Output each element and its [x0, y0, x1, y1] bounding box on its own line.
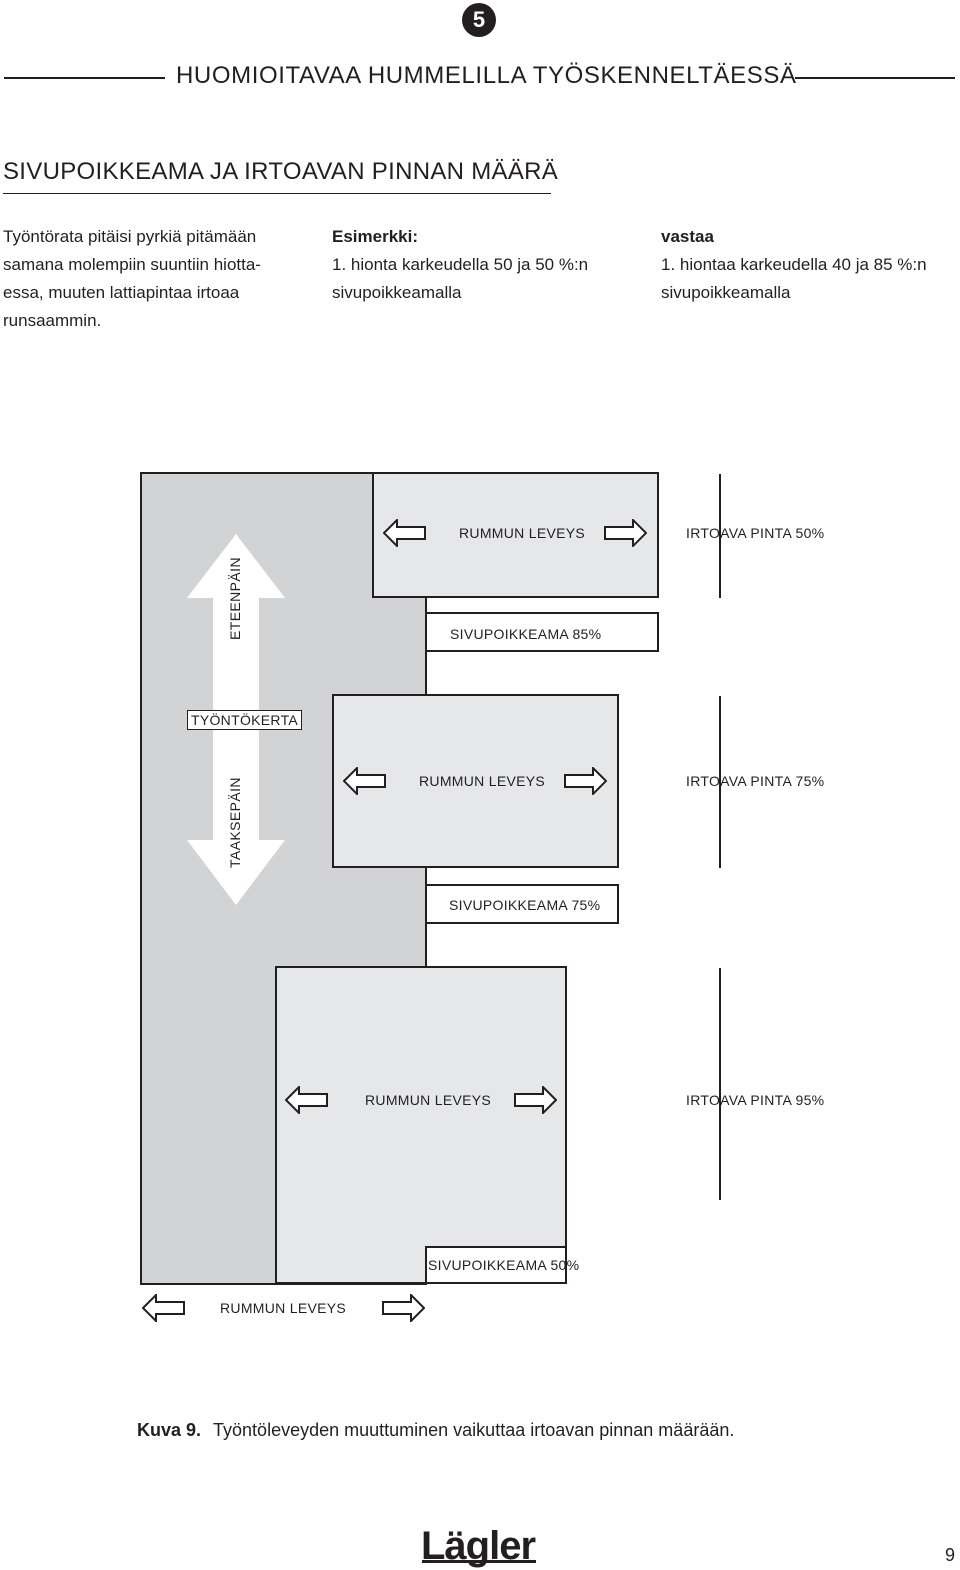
arrow-right-icon — [382, 1294, 425, 1322]
total-width-label: RUMMUN LEVEYS — [220, 1300, 347, 1316]
sidestep-label: SIVUPOIKKEAMA 85% — [450, 626, 602, 642]
arrow-left-icon — [343, 767, 386, 795]
intro-paragraph: Työntörata pitäisi pyrkiä pitämään saman… — [3, 223, 298, 335]
section-title-underline — [3, 193, 551, 194]
intro-line: runsaammin. — [3, 311, 102, 330]
compare-line: sivupoikkeamalla — [661, 283, 791, 302]
drum-width-label: RUMMUN LEVEYS — [365, 1092, 492, 1108]
sidestep-diagram: ETEENPÄIN TAAKSEPÄIN TYÖNTÖKERTA RUMMUN … — [0, 470, 960, 1340]
loose-surface-label: IRTOAVA PINTA 50% — [686, 525, 825, 541]
sidestep-box — [425, 884, 619, 924]
arrow-right-icon — [564, 767, 607, 795]
intro-line: essa, muuten lattiapintaa irtoaa — [3, 283, 240, 302]
header-rule-left — [4, 77, 165, 79]
example-line: 1. hionta karkeudella 50 ja 50 %:n — [332, 255, 589, 274]
backward-label: TAAKSEPÄIN — [227, 777, 243, 868]
figure-number: Kuva 9. — [137, 1420, 202, 1440]
arrow-left-icon — [285, 1086, 328, 1114]
arrow-right-icon — [514, 1086, 557, 1114]
arrow-left-icon — [383, 519, 426, 547]
pass-label: TYÖNTÖKERTA — [187, 710, 303, 730]
example-line: sivupoikkeamalla — [332, 283, 462, 302]
compare-heading: vastaa — [661, 227, 714, 246]
loose-area-edge — [719, 474, 721, 598]
sidestep-label: SIVUPOIKKEAMA 50% — [428, 1257, 580, 1273]
loose-area-edge — [719, 696, 721, 868]
example-paragraph: Esimerkki: 1. hionta karkeudella 50 ja 5… — [332, 223, 632, 307]
chapter-number-badge: 5 — [462, 3, 496, 37]
loose-surface-label: IRTOAVA PINTA 75% — [686, 773, 825, 789]
arrow-left-icon — [142, 1294, 185, 1322]
logo-underline — [422, 1560, 536, 1563]
section-title: SIVUPOIKKEAMA JA IRTOAVAN PINNAN MÄÄRÄ — [3, 158, 559, 185]
sidestep-tick — [425, 596, 427, 614]
page-number: 9 — [945, 1545, 956, 1565]
figure-caption: Kuva 9. Työntöleveyden muuttuminen vaikut… — [137, 1420, 734, 1441]
intro-line: Työntörata pitäisi pyrkiä pitämään — [3, 227, 257, 246]
sidestep-box — [425, 1246, 567, 1284]
intro-line: samana molempiin suuntiin hiotta- — [3, 255, 261, 274]
drum-width-label: RUMMUN LEVEYS — [419, 773, 546, 789]
compare-line: 1. hiontaa karkeudella 40 ja 85 %:n — [661, 255, 927, 274]
drum-width-label: RUMMUN LEVEYS — [459, 525, 586, 541]
loose-surface-label: IRTOAVA PINTA 95% — [686, 1092, 825, 1108]
loose-area-edge — [719, 968, 721, 1200]
drum-box — [275, 966, 567, 1284]
compare-paragraph: vastaa 1. hiontaa karkeudella 40 ja 85 %… — [661, 223, 959, 307]
header-rule-right — [795, 77, 955, 79]
example-heading: Esimerkki: — [332, 227, 418, 246]
sidestep-label: SIVUPOIKKEAMA 75% — [449, 897, 601, 913]
arrow-right-icon — [604, 519, 647, 547]
chapter-title: HUOMIOITAVAA HUMMELILLA TYÖSKENNELTÄESSÄ — [176, 62, 797, 89]
forward-label: ETEENPÄIN — [227, 557, 243, 640]
sidestep-box — [425, 612, 659, 652]
figure-caption-text: Työntöleveyden muuttuminen vaikuttaa irt… — [213, 1420, 735, 1440]
